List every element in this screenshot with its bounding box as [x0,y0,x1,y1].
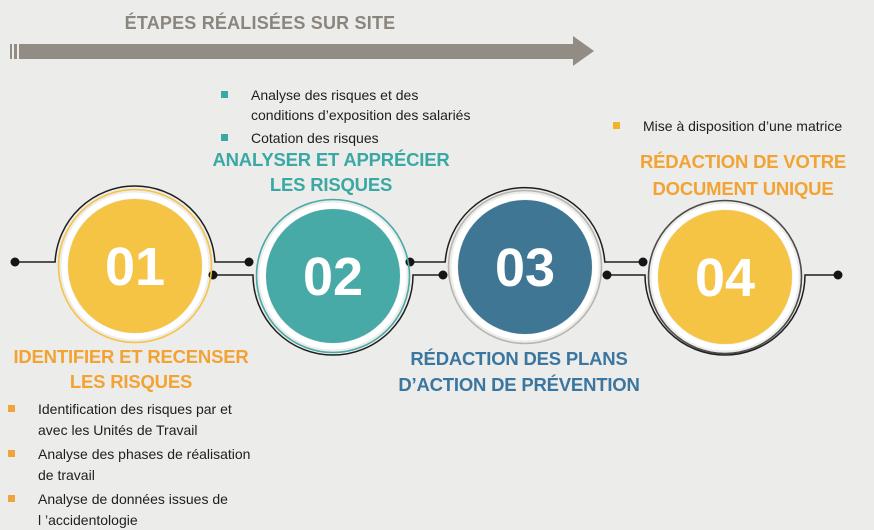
endpoint-dot [244,257,254,267]
step4-bullet-list: Mise à disposition d’une matrice [613,116,873,140]
bullet-square-icon [613,122,620,129]
bullet-text: conditions d’exposition des salariés [251,107,471,123]
heading-line: RÉDACTION DE VOTRE [639,151,847,172]
arrow-stripe-icon [10,44,12,59]
step3-heading: RÉDACTION DES PLANS D’ACTION DE PRÉVENTI… [368,346,670,398]
step1-bullet-list: Identification des risques par et avec l… [8,399,298,530]
endpoint-dot [10,257,20,267]
step-number: 03 [495,238,555,298]
connector-segment-1 [15,185,249,263]
step2-heading: ANALYSER ET APPRÉCIER LES RISQUES [186,147,476,197]
endpoint-dot [438,270,448,280]
list-item: Cotation des risques [221,128,521,148]
bullet-square-icon [221,134,228,141]
timeline-arrow-icon [19,44,573,59]
list-item: Mise à disposition d’une matrice [613,116,873,137]
list-item: Analyse des risques et des conditions d’… [221,85,521,125]
step-circle-01: 01 [57,188,213,344]
bullet-text: avec les Unités de Travail [38,422,198,438]
step-number: 02 [303,247,363,307]
connector-segment-2 [213,274,443,356]
heading-line: LES RISQUES [269,174,393,195]
endpoint-dot [833,270,843,280]
heading-line: D’ACTION DE PRÉVENTION [398,374,640,395]
bullet-text: Analyse de données issues de [38,491,228,507]
step-circle-04: 04 [647,199,803,355]
arrow-head-icon [573,36,594,66]
bullet-text: Mise à disposition d’une matrice [643,118,843,134]
list-item: Identification des risques par et avec l… [8,399,298,441]
endpoint-dot [638,257,648,267]
bullet-square-icon [8,495,15,502]
bullet-text: Analyse des risques et des [251,87,419,103]
step-number: 01 [105,237,165,297]
bullet-text: de travail [38,467,95,483]
bullet-square-icon [8,450,15,457]
step4-heading: RÉDACTION DE VOTRE DOCUMENT UNIQUE [610,148,874,202]
bullet-text: Identification des risques par et [38,401,232,417]
list-item: Analyse des phases de réalisation de tra… [8,444,298,486]
heading-line: ANALYSER ET APPRÉCIER [212,149,450,170]
bullet-square-icon [221,91,228,98]
step-circle-03: 03 [447,189,603,345]
heading-line: RÉDACTION DES PLANS [410,348,628,369]
step1-heading: IDENTIFIER ET RECENSER LES RISQUES [0,344,262,394]
page-title: ÉTAPES RÉALISÉES SUR SITE [124,13,396,33]
step-circle-02: 02 [255,198,411,354]
bullet-text: l ’accidentologie [38,512,138,528]
bullet-square-icon [8,405,15,412]
heading-line: LES RISQUES [69,371,193,392]
heading-line: DOCUMENT UNIQUE [652,178,834,199]
list-item: Analyse de données issues de l ’accident… [8,489,298,530]
step2-bullet-list: Analyse des risques et des conditions d’… [221,85,521,151]
heading-line: IDENTIFIER ET RECENSER [13,346,249,367]
step-number: 04 [695,248,755,308]
connector-segment-3 [410,186,643,263]
endpoint-dot [602,270,612,280]
connector-segment-4 [607,274,838,356]
arrow-stripe-icon [14,44,17,59]
bullet-text: Cotation des risques [251,130,379,146]
bullet-text: Analyse des phases de réalisation [38,446,251,462]
